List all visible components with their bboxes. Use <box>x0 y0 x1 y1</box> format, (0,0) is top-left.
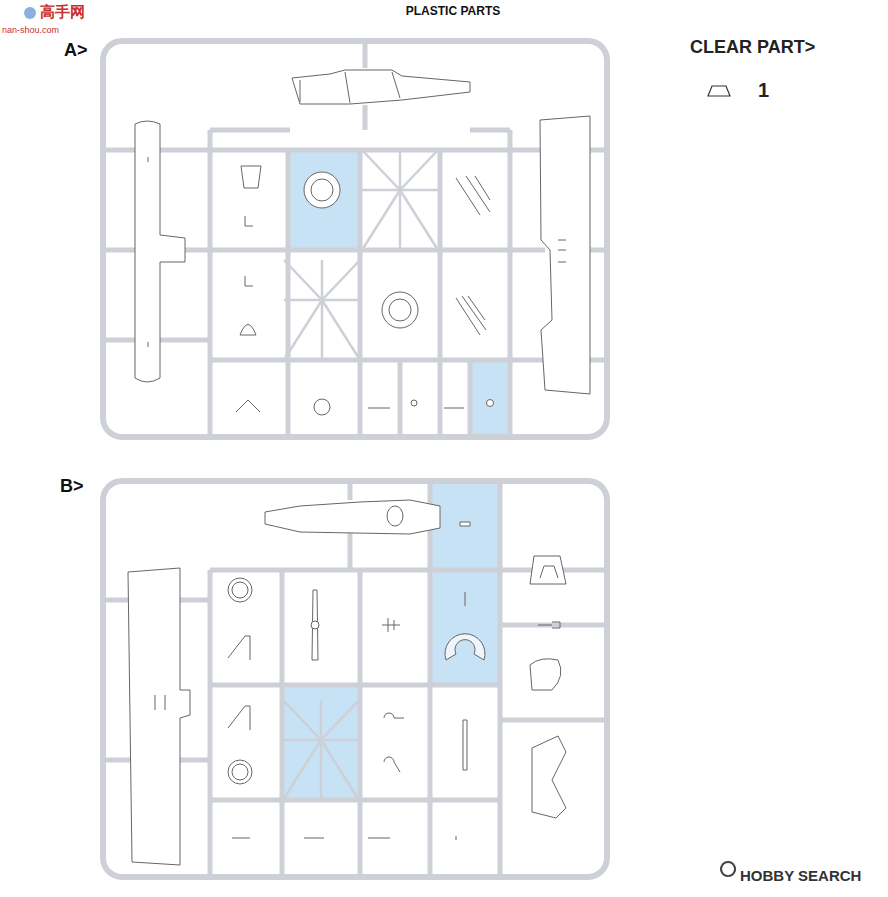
watermark-logo <box>721 862 735 876</box>
clear-part-heading: CLEAR PART> <box>690 37 815 58</box>
watermark: HOBBY SEARCH <box>740 867 861 884</box>
sprue-frame: B> <box>100 478 610 880</box>
sprue-frame: A> <box>100 38 610 440</box>
clear-part-icon <box>708 86 730 96</box>
sprue-letter: B> <box>60 476 84 497</box>
watermark: 高手网 <box>40 3 85 22</box>
sprue-letter: A> <box>64 40 88 61</box>
part-count: 1 <box>758 79 769 102</box>
watermark-logo <box>24 7 36 19</box>
sheet-title: PLASTIC PARTS <box>0 4 888 18</box>
watermark: nan-shou.com <box>2 25 59 35</box>
